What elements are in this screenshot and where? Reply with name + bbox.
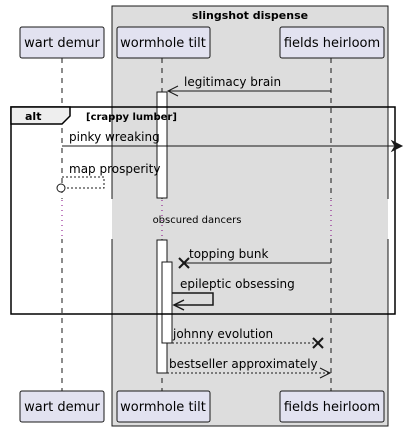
- activation-bar-upper: [156, 91, 168, 199]
- participant-wart-top: wart demur: [19, 26, 105, 59]
- activation-bar-nested: [161, 261, 173, 344]
- message-bestseller-approximately: bestseller approximately: [167, 357, 332, 379]
- message-label: bestseller approximately: [169, 357, 318, 371]
- participant-label: fields heirloom: [284, 400, 380, 415]
- divider-label: obscured dancers: [153, 215, 242, 226]
- participant-label: wart demur: [24, 400, 100, 415]
- participant-label: wart demur: [24, 36, 100, 51]
- participant-label: wormhole tilt: [120, 400, 206, 415]
- message-label: epileptic obsessing: [180, 277, 295, 291]
- message-map-prosperity: map prosperity: [56, 162, 160, 193]
- message-label: map prosperity: [69, 162, 160, 176]
- message-epileptic-obsessing: epileptic obsessing: [172, 277, 295, 311]
- message-pinky-wreaking: pinky wreaking: [62, 130, 404, 153]
- alt-condition: [crappy lumber]: [86, 112, 177, 123]
- participant-wart-bottom: wart demur: [19, 390, 105, 423]
- message-label: legitimacy brain: [184, 75, 281, 89]
- group-title: slingshot dispense: [192, 9, 308, 22]
- alt-keyword: alt: [25, 110, 41, 123]
- participant-wormhole-bottom: wormhole tilt: [116, 390, 211, 423]
- message-label: johnny evolution: [172, 327, 273, 341]
- message-legitimacy-brain: legitimacy brain: [166, 75, 331, 97]
- participant-fields-bottom: fields heirloom: [279, 390, 385, 423]
- divider: obscured dancers: [0, 199, 404, 239]
- alt-fragment: alt [crappy lumber]: [10, 106, 396, 315]
- participant-wormhole-top: wormhole tilt: [116, 26, 211, 59]
- message-label: pinky wreaking: [69, 130, 160, 144]
- message-topping-bunk: topping bunk: [178, 247, 331, 269]
- message-johnny-evolution: johnny evolution: [172, 327, 324, 349]
- participant-fields-top: fields heirloom: [279, 26, 385, 59]
- message-label: topping bunk: [189, 247, 268, 261]
- participant-label: wormhole tilt: [120, 36, 206, 51]
- participant-label: fields heirloom: [284, 36, 380, 51]
